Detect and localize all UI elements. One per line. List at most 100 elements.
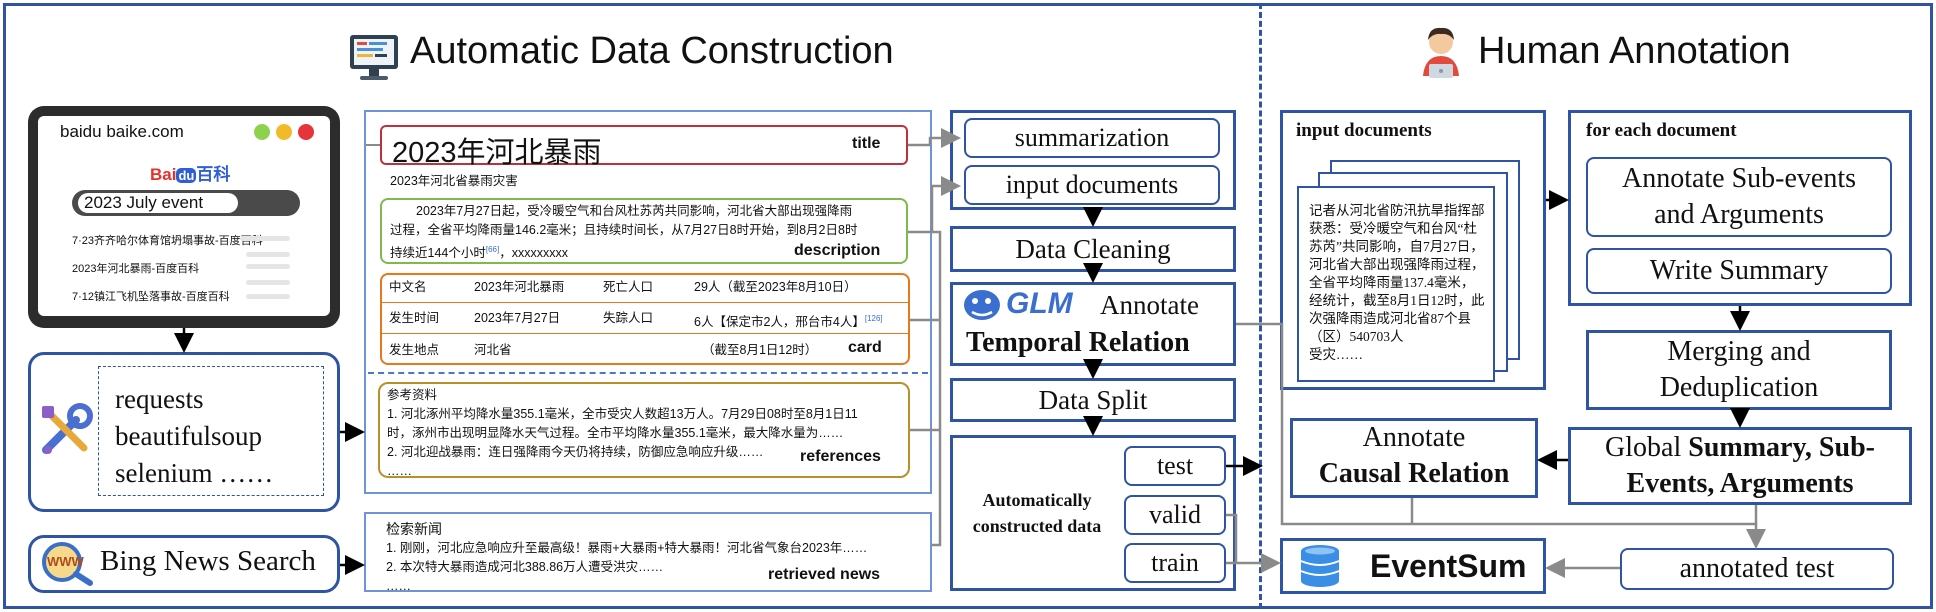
browser-url: baidu baike.com bbox=[60, 122, 184, 141]
window-dot-red-icon[interactable] bbox=[298, 124, 314, 140]
result-placeholder-line bbox=[246, 264, 290, 269]
news-line: …… bbox=[386, 579, 411, 593]
merging-box: Merging and Deduplication bbox=[1586, 330, 1892, 410]
title-tag: title bbox=[852, 135, 881, 152]
reference-line: …… bbox=[387, 464, 412, 478]
page-title: 2023年河北暴雨 bbox=[392, 137, 602, 169]
card-key: 中文名 bbox=[389, 280, 427, 294]
annotate-subevents-label: Annotate Sub-events and Arguments bbox=[1621, 163, 1857, 230]
tool-beautifulsoup: beautifulsoup bbox=[115, 421, 262, 451]
baidu-logo-right: 百科 bbox=[196, 165, 231, 184]
data-split-label: Data Split bbox=[1038, 384, 1148, 415]
tools-box bbox=[28, 352, 340, 512]
card-box bbox=[380, 273, 910, 365]
card-value: 河北省 bbox=[474, 343, 512, 357]
news-line[interactable]: 2. 本次特大暴雨造成河北388.86万人遭受洪灾…… bbox=[386, 560, 664, 574]
card-value: 6人【保定市2人，邢台市4人】 bbox=[694, 315, 865, 330]
card-value-with-ref: 6人【保定市2人，邢台市4人】[126] bbox=[694, 309, 883, 332]
auto-section-title: Automatic Data Construction bbox=[410, 30, 894, 72]
doc-line: 经统计，截至8月1日12时，此 bbox=[1309, 293, 1485, 308]
news-tag: retrieved news bbox=[768, 566, 881, 583]
write-summary-box: Write Summary bbox=[1586, 248, 1892, 294]
write-summary-label: Write Summary bbox=[1649, 255, 1829, 286]
result-placeholder-line bbox=[246, 252, 290, 257]
description-line-2: 过程，全省平均降雨量146.2毫米；且持续时间长，从7月27日8时开始，到8月2… bbox=[390, 223, 858, 237]
for-each-title: for each document bbox=[1586, 120, 1737, 141]
temporal-relation-label: Temporal Relation bbox=[966, 327, 1190, 358]
computer-icon bbox=[348, 33, 400, 83]
doc-line: 苏芮”共同影响，自7月27日， bbox=[1309, 239, 1484, 254]
eventsum-label: EventSum bbox=[1370, 548, 1527, 584]
paw-icon: du bbox=[176, 168, 197, 183]
tool-requests: requests bbox=[115, 384, 204, 414]
annotate-temporal-label: Annotate bbox=[1100, 290, 1199, 320]
wrench-screwdriver-icon bbox=[36, 400, 96, 460]
baidu-logo-left: Bai bbox=[150, 165, 177, 184]
card-value: 2023年7月27日 bbox=[474, 311, 561, 325]
test-split[interactable]: test bbox=[1124, 446, 1226, 486]
card-ref[interactable]: [126] bbox=[864, 314, 883, 323]
valid-split-label: valid bbox=[1149, 500, 1201, 529]
card-key: 发生地点 bbox=[389, 343, 440, 357]
baike-result-2[interactable]: 2023年河北暴雨-百度百科 bbox=[72, 263, 200, 275]
card-value: （截至8月1日12时） bbox=[702, 343, 818, 357]
annotator-icon bbox=[1415, 24, 1467, 82]
doc-line: （区）540703人 bbox=[1309, 329, 1404, 344]
doc-line: 次强降雨造成河北省87个县 bbox=[1309, 311, 1471, 326]
description-tail: ，xxxxxxxxx bbox=[499, 246, 568, 261]
card-key: 失踪人口 bbox=[603, 311, 654, 325]
page-section-divider bbox=[368, 372, 928, 374]
baike-search-box[interactable]: 2023 July event bbox=[72, 190, 300, 216]
annotate-subevents-box: Annotate Sub-events and Arguments bbox=[1586, 157, 1892, 237]
card-row-separator bbox=[382, 333, 908, 334]
description-ref[interactable]: [66] bbox=[485, 245, 500, 254]
test-split-label: test bbox=[1156, 451, 1194, 480]
references-box: 参考资料 1. 河北涿州平均降水量355.1毫米，全市受灾人数超13万人。7月2… bbox=[378, 382, 910, 478]
reference-line[interactable]: 1. 河北涿州平均降水量355.1毫米，全市受灾人数超13万人。7月29日08时… bbox=[387, 407, 858, 421]
baike-result-3[interactable]: 7·12镇江飞机坠落事故-百度百科 bbox=[72, 291, 230, 303]
data-cleaning-box: Data Cleaning bbox=[950, 226, 1236, 272]
merging-label: Merging and Deduplication bbox=[1659, 336, 1819, 403]
window-dot-yellow-icon[interactable] bbox=[276, 124, 292, 140]
card-key: 死亡人口 bbox=[603, 280, 654, 294]
tools-list: requests beautifulsoup selenium …… bbox=[98, 366, 324, 496]
references-title: 参考资料 bbox=[387, 388, 438, 402]
baike-search-input[interactable]: 2023 July event bbox=[78, 193, 238, 213]
window-dot-green-icon[interactable] bbox=[254, 124, 270, 140]
annotated-test-label: annotated test bbox=[1679, 553, 1835, 584]
result-placeholder-line bbox=[240, 236, 290, 241]
database-icon bbox=[1298, 543, 1342, 589]
causal-relation-label: Causal Relation bbox=[1318, 458, 1510, 489]
description-tag: description bbox=[794, 242, 881, 259]
input-documents-label: input documents bbox=[1005, 170, 1179, 199]
retrieved-news-panel: 检索新闻 1. 刚刚，河北应急响应升至最高级！暴雨+大暴雨+特大暴雨！河北省气象… bbox=[364, 512, 932, 593]
summarization-label: summarization bbox=[1014, 123, 1170, 152]
browser-url-bar[interactable]: baidu baike.com bbox=[52, 121, 232, 143]
document-page: 记者从河北省防汛抗旱指挥部 获悉：受冷暖空气和台风“杜 苏芮”共同影响，自7月2… bbox=[1297, 186, 1495, 382]
input-documents-box: input documents bbox=[964, 165, 1220, 205]
doc-line: 记者从河北省防汛抗旱指挥部 bbox=[1309, 203, 1485, 218]
baike-result-1[interactable]: 7·23齐齐哈尔体育馆坍塌事故-百度百科 bbox=[72, 235, 263, 247]
news-line[interactable]: 1. 刚刚，河北应急响应升至最高级！暴雨+大暴雨+特大暴雨！河北省气象台2023… bbox=[386, 541, 868, 555]
doc-line: 获悉：受冷暖空气和台风“杜 bbox=[1309, 221, 1477, 236]
valid-split[interactable]: valid bbox=[1124, 495, 1226, 535]
global-prefix: Global bbox=[1605, 432, 1689, 463]
glm-logo-text: GLM bbox=[1006, 287, 1073, 320]
doc-line: 全省平均降雨量137.4毫米， bbox=[1309, 275, 1475, 290]
bing-news-label[interactable]: Bing News Search bbox=[100, 545, 316, 577]
card-row-separator bbox=[382, 302, 908, 303]
references-tag: references bbox=[800, 448, 881, 465]
summarization-box: summarization bbox=[964, 118, 1220, 158]
glm-logo-icon bbox=[962, 288, 1002, 322]
train-split[interactable]: train bbox=[1124, 543, 1226, 583]
reference-line[interactable]: 2. 河北迎战暴雨：连日强降雨今天仍将持续，防御应急响应升级…… bbox=[387, 445, 764, 459]
result-placeholder-line bbox=[246, 280, 290, 285]
description-box: 2023年7月27日起，受冷暖空气和台风杜苏芮共同影响，河北省大部出现强降雨 过… bbox=[380, 198, 908, 264]
card-tag: card bbox=[848, 339, 882, 356]
train-split-label: train bbox=[1151, 548, 1199, 577]
annotate-causal-label: Annotate bbox=[1362, 422, 1466, 453]
reference-line: 时，涿州市出现明显降水天气过程。全市平均降水量355.1毫米，最大降水量为…… bbox=[387, 426, 844, 440]
www-icon-label: WWW bbox=[47, 554, 84, 569]
description-line-1: 2023年7月27日起，受冷暖空气和台风杜苏芮共同影响，河北省大部出现强降雨 bbox=[416, 204, 853, 218]
news-title: 检索新闻 bbox=[386, 521, 442, 537]
